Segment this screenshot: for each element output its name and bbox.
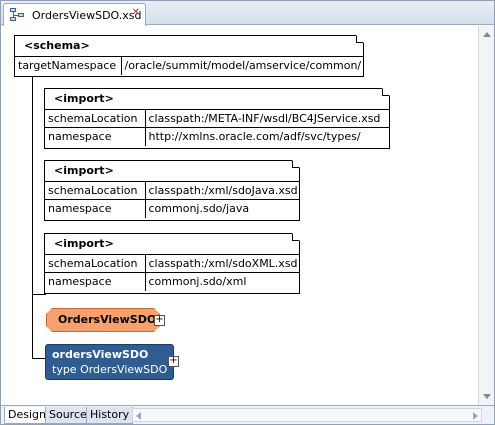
attribute-value: classpath:/xml/sdoJava.xsd: [144, 181, 299, 200]
attribute-value: http://xmlns.oracle.com/adf/svc/types/: [144, 127, 389, 146]
attribute-name: schemaLocation: [45, 181, 145, 200]
bottom-tab-bar: Design Source History: [1, 405, 494, 424]
attribute-value: classpath:/xml/sdoXML.xsd: [144, 254, 299, 273]
tab-source[interactable]: Source: [45, 407, 91, 424]
node-corner-fold: [382, 88, 390, 96]
expand-icon[interactable]: +: [154, 314, 165, 326]
attribute-row-schemalocation[interactable]: schemaLocation classpath:/xml/sdoXML.xsd: [45, 254, 299, 273]
attribute-name: namespace: [45, 272, 145, 291]
attribute-value: /oracle/summit/model/amservice/common/: [120, 56, 363, 75]
attribute-row-namespace[interactable]: namespace commonj.sdo/java: [45, 199, 299, 218]
tree-connector-vertical: [32, 77, 33, 359]
scroll-up-icon[interactable]: [483, 32, 491, 37]
scroll-down-icon[interactable]: [483, 394, 491, 399]
schema-diagram-canvas[interactable]: <schema> targetNamespace /oracle/summit/…: [1, 26, 477, 405]
attribute-name: namespace: [45, 199, 145, 218]
tree-connector-orange: [32, 294, 46, 295]
element-ordersviewsdo[interactable]: ordersViewSDO type OrdersViewSDO: [45, 344, 174, 380]
element-type: type OrdersViewSDO: [52, 363, 168, 376]
attribute-name: schemaLocation: [45, 254, 145, 273]
expand-icon[interactable]: +: [168, 355, 179, 367]
node-corner-fold: [356, 35, 364, 43]
import-node-1[interactable]: <import> schemaLocation classpath:/META-…: [44, 88, 390, 149]
node-corner-fold: [292, 160, 300, 168]
import-node-2[interactable]: <import> schemaLocation classpath:/xml/s…: [44, 160, 300, 221]
schema-header: <schema>: [24, 39, 90, 52]
complex-type-ordersviewsdo[interactable]: OrdersViewSDO: [46, 308, 160, 332]
xsd-schema-icon: [10, 8, 26, 22]
attribute-row-targetnamespace[interactable]: targetNamespace /oracle/summit/model/ams…: [15, 56, 363, 75]
attribute-value: commonj.sdo/java: [144, 199, 299, 218]
schema-node[interactable]: <schema> targetNamespace /oracle/summit/…: [14, 35, 364, 77]
tab-title: OrdersViewSDO.xsd: [32, 8, 142, 22]
attribute-row-namespace[interactable]: namespace http://xmlns.oracle.com/adf/sv…: [45, 127, 389, 146]
editor-tab-ordersviewsdo[interactable]: OrdersViewSDO.xsd ✕: [3, 3, 146, 26]
tree-connector-blue: [32, 358, 45, 359]
node-corner-fold: [292, 233, 300, 241]
attribute-value: commonj.sdo/xml: [144, 272, 299, 291]
editor-tab-bar: OrdersViewSDO.xsd ✕: [1, 1, 494, 26]
attribute-name: targetNamespace: [15, 56, 121, 75]
import-header: <import>: [54, 237, 114, 250]
element-name: ordersViewSDO: [52, 348, 149, 361]
attribute-name: schemaLocation: [45, 109, 145, 128]
attribute-row-namespace[interactable]: namespace commonj.sdo/xml: [45, 272, 299, 291]
attribute-name: namespace: [45, 127, 145, 146]
attribute-row-schemalocation[interactable]: schemaLocation classpath:/xml/sdoJava.xs…: [45, 181, 299, 200]
import-node-3[interactable]: <import> schemaLocation classpath:/xml/s…: [44, 233, 300, 294]
horizontal-scrollbar[interactable]: [132, 408, 482, 422]
attribute-row-schemalocation[interactable]: schemaLocation classpath:/META-INF/wsdl/…: [45, 109, 389, 128]
tab-history[interactable]: History: [86, 407, 134, 424]
attribute-value: classpath:/META-INF/wsdl/BC4JService.xsd: [144, 109, 389, 128]
vertical-scrollbar[interactable]: [478, 26, 494, 405]
import-header: <import>: [54, 92, 114, 105]
scroll-left-icon[interactable]: [136, 412, 141, 420]
scroll-right-icon[interactable]: [473, 412, 478, 420]
close-icon[interactable]: ✕: [131, 7, 140, 18]
tab-design[interactable]: Design: [4, 407, 50, 424]
import-header: <import>: [54, 164, 114, 177]
